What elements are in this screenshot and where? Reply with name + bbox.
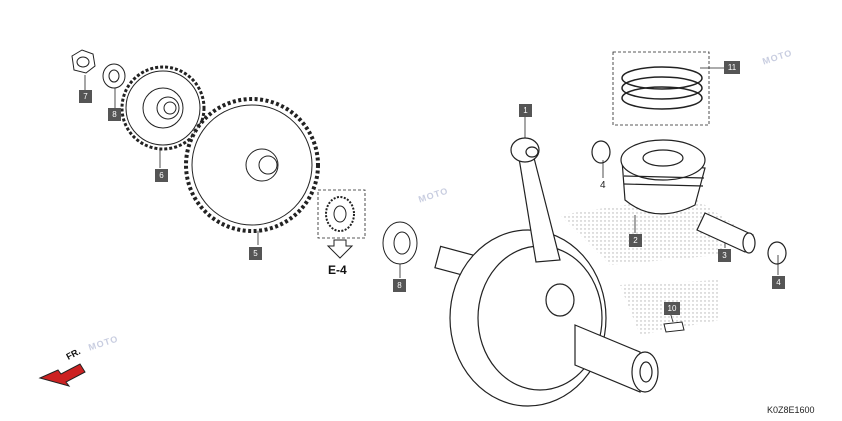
crankshaft-1 xyxy=(434,137,659,407)
reference-box-e4 xyxy=(317,189,366,259)
shading-area xyxy=(560,195,735,265)
nut-7 xyxy=(71,49,96,74)
key-10 xyxy=(663,321,685,333)
clip-4-left xyxy=(591,140,611,164)
washer-8-right xyxy=(382,221,418,265)
large-gear-5 xyxy=(184,97,320,233)
callout-1: 1 xyxy=(519,104,532,117)
piston-rings-11 xyxy=(612,51,710,126)
callout-11: 11 xyxy=(724,61,740,74)
callout-8-right: 8 xyxy=(393,279,406,292)
front-arrow-icon xyxy=(38,363,86,387)
callout-8-left: 8 xyxy=(108,108,121,121)
small-gear-6 xyxy=(120,65,206,151)
washer-8-left xyxy=(102,63,126,89)
callout-7: 7 xyxy=(79,90,92,103)
callout-5: 5 xyxy=(249,247,262,260)
callout-10: 10 xyxy=(664,302,680,315)
reference-label-e4: E-4 xyxy=(328,263,347,277)
diagram-code: K0Z8E1600 xyxy=(767,405,815,415)
callout-4-right: 4 xyxy=(772,276,785,289)
piston-pin-3 xyxy=(696,212,756,254)
callout-3: 3 xyxy=(718,249,731,262)
callout-2: 2 xyxy=(629,234,642,247)
piston-2 xyxy=(620,139,706,215)
callout-6: 6 xyxy=(155,169,168,182)
callout-4-left: 4 xyxy=(600,180,606,191)
clip-4-right xyxy=(767,241,787,265)
